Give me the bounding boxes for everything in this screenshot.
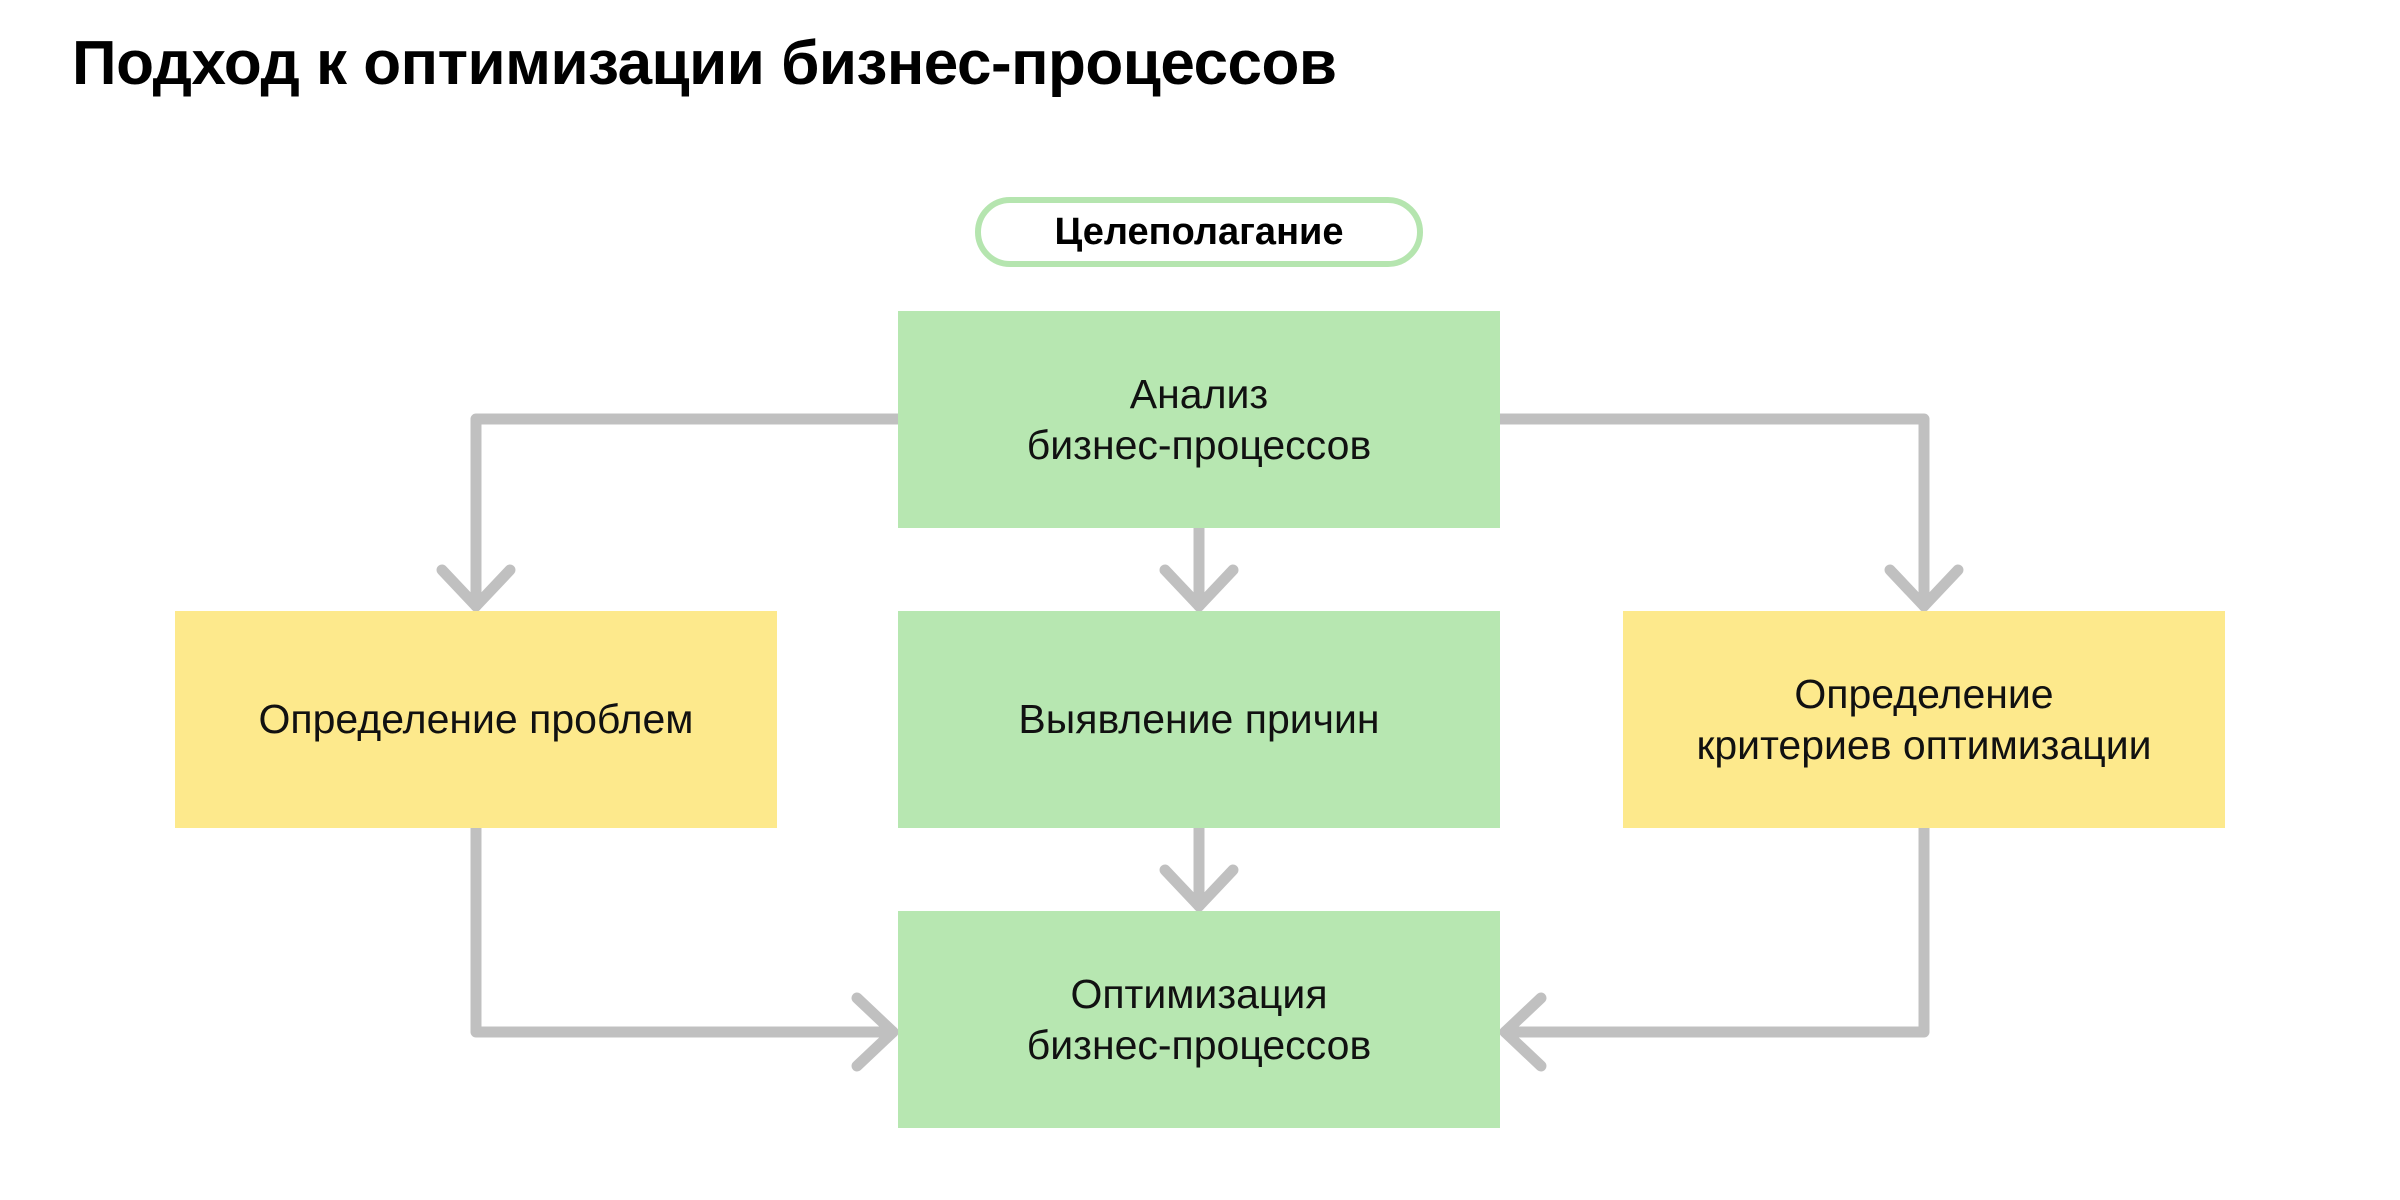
edge-analysis-to-criteria — [1494, 413, 1930, 612]
arrowhead-left-optimize — [1499, 992, 1547, 1072]
node-analysis-line2: бизнес-процессов — [1026, 421, 1372, 468]
arrowhead-down-optimize — [1159, 864, 1239, 912]
node-problem-definition-line1: Определение проблем — [258, 696, 694, 743]
node-optimization[interactable]: Оптимизация бизнес-процессов — [898, 911, 1500, 1128]
node-optimization-line1: Оптимизация — [1070, 971, 1328, 1018]
node-criteria-definition-line1: Определение — [1794, 671, 2054, 718]
node-analysis-line1: Анализ — [1129, 371, 1269, 418]
page-title: Подход к оптимизации бизнес-процессов — [72, 29, 1337, 98]
node-analysis[interactable]: Анализ бизнес-процессов — [898, 311, 1500, 528]
node-criteria-definition[interactable]: Определение критериев оптимизации — [1623, 611, 2225, 828]
edge-criteria-to-optimize — [1499, 822, 1930, 1038]
edge-analysis-to-problems — [470, 413, 904, 612]
node-criteria-definition-text: Определение критериев оптимизации — [1696, 669, 2151, 769]
edge-problems-to-optimize — [470, 822, 899, 1038]
node-problem-definition-text: Определение проблем — [259, 694, 694, 744]
node-criteria-definition-line2: критериев оптимизации — [1696, 721, 2152, 768]
node-cause-identification-text: Выявление причин — [1018, 694, 1379, 744]
node-optimization-line2: бизнес-процессов — [1026, 1021, 1372, 1068]
node-problem-definition[interactable]: Определение проблем — [175, 611, 777, 828]
node-analysis-text: Анализ бизнес-процессов — [1027, 369, 1371, 469]
arrowhead-right-optimize — [851, 992, 899, 1072]
goal-setting-badge[interactable]: Целеполагание — [975, 197, 1423, 267]
arrowhead-down-criteria — [1884, 564, 1964, 612]
arrowhead-down-problems — [436, 564, 516, 612]
node-cause-identification[interactable]: Выявление причин — [898, 611, 1500, 828]
goal-setting-badge-label: Целеполагание — [1054, 210, 1344, 253]
node-optimization-text: Оптимизация бизнес-процессов — [1027, 969, 1371, 1069]
node-cause-identification-line1: Выявление причин — [1018, 696, 1380, 743]
arrowhead-down-causes — [1159, 564, 1239, 612]
